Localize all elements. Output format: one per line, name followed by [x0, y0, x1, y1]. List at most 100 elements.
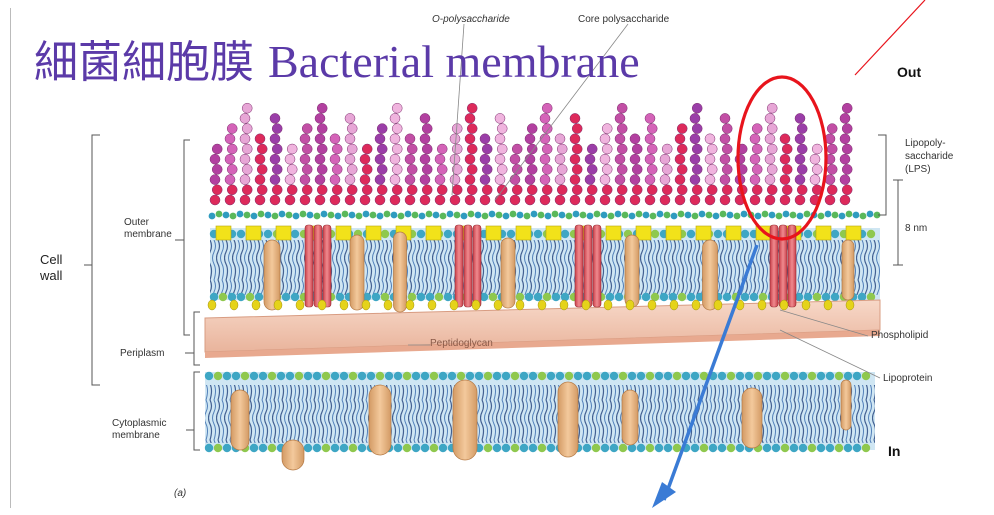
phospholipid-head	[781, 444, 789, 452]
bracket-ticks	[84, 240, 194, 430]
lps-bead	[647, 124, 657, 134]
lipoprotein-knob	[230, 300, 238, 310]
phospholipid-head	[741, 293, 749, 301]
lps-bead	[332, 144, 342, 154]
lps-bead	[555, 195, 565, 205]
phospholipid-head	[525, 293, 533, 301]
phospholipid-head	[642, 293, 650, 301]
phospholipid-head	[583, 372, 591, 380]
protein	[282, 440, 304, 470]
lps-bead	[765, 134, 775, 144]
lipoprotein-knob	[318, 300, 326, 310]
lps-bead	[795, 134, 805, 144]
porin	[323, 225, 331, 307]
lps-bead	[602, 144, 612, 154]
phospholipid-head	[529, 372, 537, 380]
lps-bead	[765, 175, 775, 185]
lps-bead	[422, 124, 432, 134]
core-bead	[825, 211, 832, 218]
phospholipid-head	[561, 230, 569, 238]
lipid-a-block	[846, 226, 861, 240]
phospholipid-head	[687, 230, 695, 238]
lps-bead	[615, 175, 625, 185]
phospholipid-head	[660, 293, 668, 301]
core-bead	[412, 212, 419, 219]
core-bead	[818, 213, 825, 220]
lps-bead	[302, 164, 312, 174]
lipoprotein-knob	[824, 300, 832, 310]
lps-bead	[690, 134, 700, 144]
lps-bead	[765, 195, 775, 205]
lps-bead	[585, 175, 595, 185]
lps-bead	[795, 195, 805, 205]
lps-bead	[797, 124, 807, 134]
lipid-a-block	[276, 226, 291, 240]
phospholipid-head	[831, 230, 839, 238]
phospholipid-head	[615, 293, 623, 301]
lps-bead	[270, 113, 280, 123]
core-bead	[762, 211, 769, 218]
lps-bead	[255, 154, 265, 164]
phospholipid-head	[448, 372, 456, 380]
lps-bead	[285, 175, 295, 185]
cell-wall-label: Cell wall	[40, 252, 62, 284]
phospholipid-head	[538, 372, 546, 380]
core-bead	[671, 213, 678, 220]
lps-bead	[840, 195, 850, 205]
phospholipid-head	[457, 372, 465, 380]
phospholipid-head	[394, 372, 402, 380]
lps-bead	[767, 103, 777, 113]
phospholipid-head	[304, 372, 312, 380]
lps-bead	[842, 144, 852, 154]
lps-bead	[600, 195, 610, 205]
lipoprotein-knob	[780, 300, 788, 310]
lps-bead	[540, 113, 550, 123]
lps-bead	[257, 164, 267, 174]
lps-bead	[450, 175, 460, 185]
lipoprotein-knob	[296, 300, 304, 310]
lps-bead	[285, 154, 295, 164]
core-bead	[286, 212, 293, 219]
lps-bead	[645, 154, 655, 164]
phospholipid-head	[322, 444, 330, 452]
lps-bead	[420, 113, 430, 123]
phospholipid-head	[421, 372, 429, 380]
protein	[842, 240, 854, 300]
lps-bead	[585, 195, 595, 205]
phospholipid-head	[264, 230, 272, 238]
lps-bead	[347, 164, 357, 174]
lps-bead	[660, 154, 670, 164]
lps-bead	[495, 195, 505, 205]
phospholipid-head	[718, 444, 726, 452]
lps-bead	[720, 175, 730, 185]
lps-bead	[407, 144, 417, 154]
lps-bead	[465, 175, 475, 185]
core-bead	[265, 212, 272, 219]
core-bead	[643, 212, 650, 219]
core-bead	[272, 213, 279, 220]
protein	[742, 388, 762, 448]
lipid-a-block	[636, 226, 651, 240]
lipid-a-block	[486, 226, 501, 240]
lps-bead	[600, 134, 610, 144]
phospholipid-head	[673, 372, 681, 380]
lps-bead	[497, 144, 507, 154]
phospholipid-head	[250, 444, 258, 452]
lipoprotein-knob	[450, 300, 458, 310]
phospholipid-head	[381, 230, 389, 238]
lps-bead	[662, 144, 672, 154]
lps-bead	[407, 185, 417, 195]
lps-bead	[795, 154, 805, 164]
phospholipid-head	[763, 372, 771, 380]
out-label: Out	[897, 64, 921, 80]
lps-bead	[690, 154, 700, 164]
phospholipid-head	[727, 372, 735, 380]
porin	[593, 225, 601, 307]
core-bead	[237, 211, 244, 218]
outer-membrane-line2: membrane	[124, 229, 172, 241]
title-cjk: 細菌細胞膜	[34, 37, 254, 88]
lps-bead	[512, 144, 522, 154]
phospholipid-head	[484, 444, 492, 452]
lps-bead	[842, 185, 852, 195]
lps-bead	[482, 144, 492, 154]
